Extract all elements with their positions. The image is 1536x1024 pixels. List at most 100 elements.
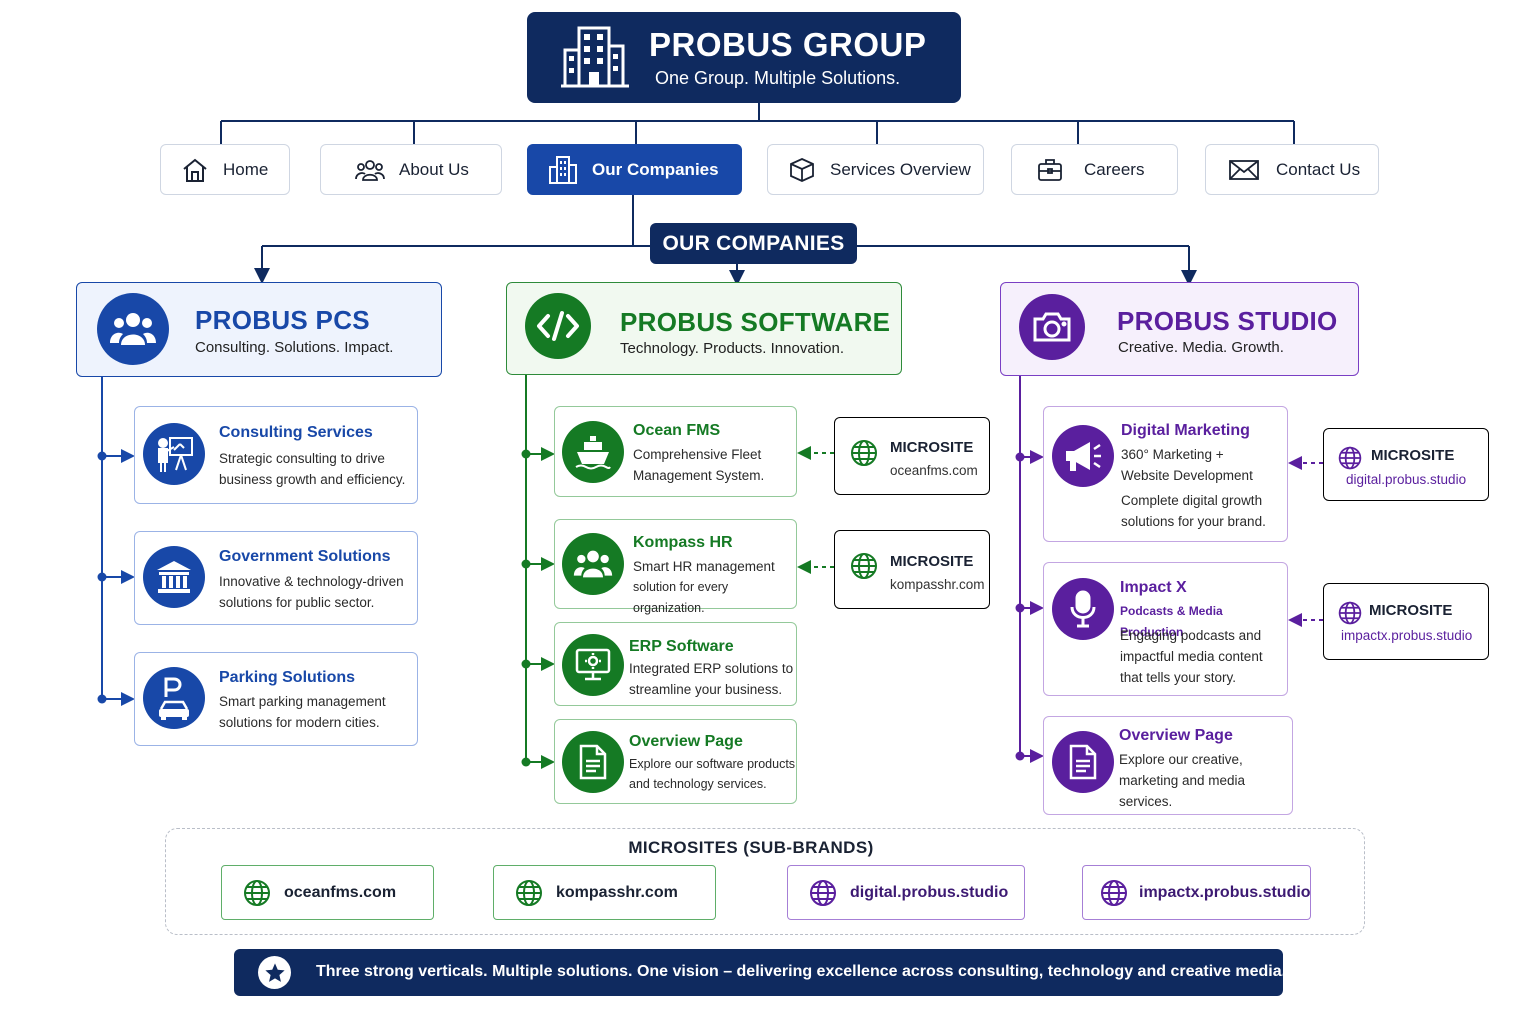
nav-our-companies[interactable]: Our Companies [527, 144, 742, 195]
globe-icon [514, 878, 544, 908]
footer-text: Three strong verticals. Multiple solutio… [316, 963, 1287, 980]
microsite-chip-digital-studio[interactable]: digital.probus.studio [787, 865, 1025, 920]
card-desc-line-1: Engaging podcasts and [1120, 628, 1262, 643]
users-icon [355, 158, 385, 182]
microsite-chip-kompasshr[interactable]: kompasshr.com [493, 865, 716, 920]
nav-contact[interactable]: Contact Us [1205, 144, 1379, 195]
company-tagline: Consulting. Solutions. Impact. [195, 339, 394, 356]
card-title: Impact X [1120, 579, 1187, 596]
chip-label: impactx.probus.studio [1139, 883, 1311, 901]
camera-icon [1019, 294, 1085, 360]
card-title: Overview Page [629, 733, 743, 750]
microsites-title: MICROSITES (SUB-BRANDS) [628, 838, 874, 857]
nav-about[interactable]: About Us [320, 144, 502, 195]
group-title: PROBUS GROUP [649, 26, 927, 63]
card-title: Consulting Services [219, 424, 373, 441]
microphone-icon [1052, 578, 1114, 640]
group-subtitle: One Group. Multiple Solutions. [655, 68, 901, 88]
card-desc-line-4: solutions for your brand. [1121, 514, 1266, 529]
home-icon [181, 157, 209, 183]
megaphone-icon [1052, 425, 1114, 487]
card-title: ERP Software [629, 638, 734, 655]
card-consulting-services[interactable]: Consulting Services Strategic consulting… [134, 406, 418, 504]
monitor-gear-icon [562, 634, 624, 696]
card-desc-line-2: Management System. [633, 468, 765, 483]
card-parking-solutions[interactable]: Parking Solutions Smart parking manageme… [134, 652, 418, 746]
document-icon [562, 731, 624, 793]
card-desc-line-1: Explore our software products [629, 757, 796, 771]
microsite-label: MICROSITE [1371, 447, 1455, 464]
card-desc-line-2: impactful media content [1120, 649, 1263, 664]
nav-services-label: Services Overview [830, 159, 971, 179]
company-tagline: Creative. Media. Growth. [1118, 339, 1284, 356]
microsite-url: oceanfms.com [890, 463, 978, 478]
card-desc-line-1: Smart parking management [219, 694, 386, 709]
globe-icon [849, 438, 879, 473]
ship-icon [562, 421, 624, 483]
team-icon [562, 533, 624, 595]
microsite-url: digital.probus.studio [1346, 472, 1467, 487]
box-icon [788, 156, 816, 184]
microsite-label: MICROSITE [1369, 602, 1453, 619]
mail-icon [1228, 158, 1260, 182]
card-title: Government Solutions [219, 548, 391, 565]
nav-services[interactable]: Services Overview [767, 144, 984, 195]
card-studio-overview[interactable]: Overview Page Explore our creative, mark… [1043, 716, 1293, 815]
card-desc-line-1: Innovative & technology-driven [219, 574, 404, 589]
card-erp-software[interactable]: ERP Software Integrated ERP solutions to… [554, 622, 797, 706]
card-desc-line-2: solutions for public sector. [219, 595, 375, 610]
microsite-chip-oceanfms[interactable]: oceanfms.com [221, 865, 434, 920]
parking-car-icon [143, 667, 205, 729]
briefcase-icon [1036, 157, 1064, 183]
card-government-solutions[interactable]: Government Solutions Innovative & techno… [134, 531, 418, 625]
card-title: Ocean FMS [633, 422, 721, 439]
team-icon [97, 293, 169, 365]
card-software-overview[interactable]: Overview Page Explore our software produ… [554, 719, 797, 804]
card-ocean-fms[interactable]: Ocean FMS Comprehensive Fleet Management… [554, 406, 797, 497]
document-icon [1052, 731, 1114, 793]
microsites-panel [165, 828, 1365, 935]
card-desc-line-3: services. [1119, 794, 1173, 809]
microsite-oceanfms[interactable]: MICROSITE oceanfms.com [834, 417, 990, 495]
company-probus-studio[interactable]: PROBUS STUDIO Creative. Media. Growth. [1000, 282, 1359, 376]
microsite-digital-studio[interactable]: MICROSITE digital.probus.studio [1323, 428, 1489, 501]
group-header: PROBUS GROUP One Group. Multiple Solutio… [527, 12, 961, 103]
chip-label: digital.probus.studio [850, 883, 1009, 901]
card-desc-line-1: 360° Marketing + [1121, 447, 1224, 462]
card-kompass-hr[interactable]: Kompass HR Smart HR management solution … [554, 519, 797, 615]
card-desc-line-3: that tells your story. [1120, 670, 1237, 685]
building-icon [559, 24, 631, 95]
section-label: OUR COMPANIES [650, 223, 857, 264]
nav-about-label: About Us [399, 159, 469, 179]
chip-label: kompasshr.com [556, 883, 678, 901]
microsite-url: kompasshr.com [890, 577, 985, 592]
microsite-kompasshr[interactable]: MICROSITE kompasshr.com [834, 530, 990, 609]
building-icon [548, 155, 578, 185]
nav-careers[interactable]: Careers [1011, 144, 1178, 195]
card-subtitle: Podcasts & Media Production [1120, 604, 1223, 639]
card-desc-line-2: Website Development [1121, 468, 1253, 483]
microsite-impactx-studio[interactable]: MICROSITE impactx.probus.studio [1323, 583, 1489, 660]
company-name: PROBUS PCS [195, 305, 370, 335]
presentation-icon [143, 423, 205, 485]
government-building-icon [143, 546, 205, 608]
nav-contact-label: Contact Us [1276, 159, 1361, 179]
card-title: Kompass HR [633, 534, 733, 551]
card-impact-x[interactable]: Impact X Podcasts & Media Production Eng… [1043, 562, 1288, 696]
microsite-url: impactx.probus.studio [1341, 628, 1473, 643]
nav-home[interactable]: Home [160, 144, 290, 195]
card-desc-line-2: business growth and efficiency. [219, 472, 406, 487]
microsite-label: MICROSITE [890, 553, 974, 570]
globe-icon [1099, 878, 1129, 908]
globe-icon [808, 878, 838, 908]
card-desc-line-1: Smart HR management [633, 559, 775, 574]
company-probus-software[interactable]: PROBUS SOFTWARE Technology. Products. In… [506, 282, 902, 375]
card-digital-marketing[interactable]: Digital Marketing 360° Marketing + Websi… [1043, 406, 1288, 542]
card-title: Parking Solutions [219, 669, 356, 686]
microsite-chip-impactx-studio[interactable]: impactx.probus.studio [1082, 865, 1311, 920]
footer-banner: Three strong verticals. Multiple solutio… [234, 949, 1287, 996]
card-desc-line-1: Strategic consulting to drive [219, 451, 385, 466]
company-probus-pcs[interactable]: PROBUS PCS Consulting. Solutions. Impact… [76, 282, 442, 377]
card-desc-line-2: marketing and media [1119, 773, 1246, 788]
